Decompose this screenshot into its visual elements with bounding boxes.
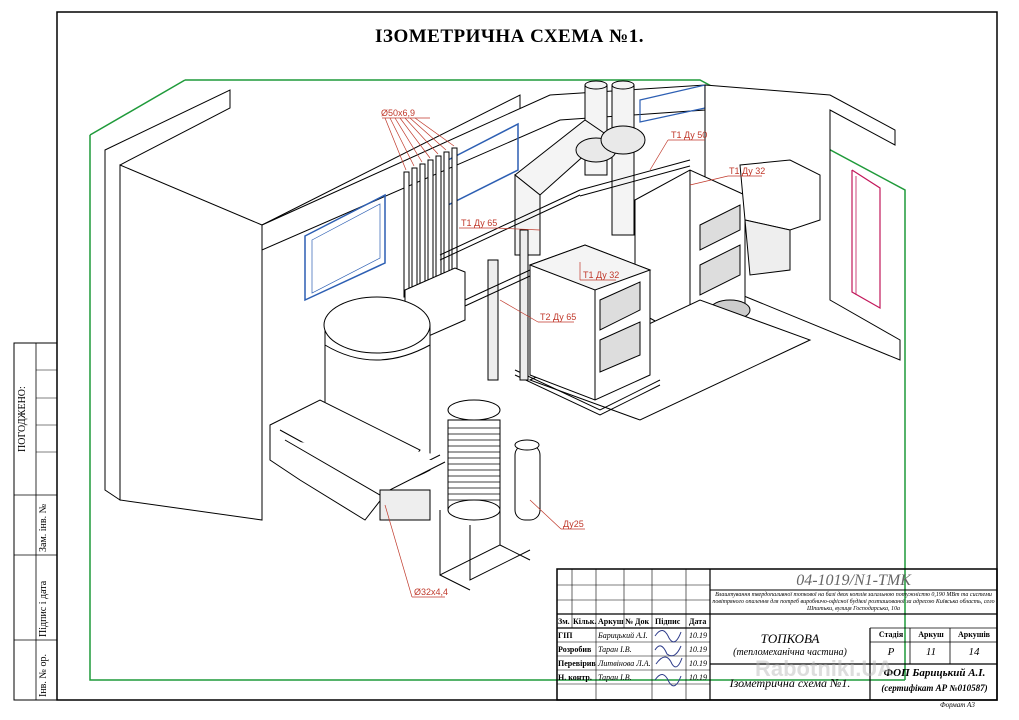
drawing-code: 04-1019/N1-ТМК — [796, 572, 911, 589]
object-title: ТОПКОВА — [760, 631, 820, 646]
date-norm-control: 10.19 — [689, 673, 707, 682]
date-checked: 10.19 — [689, 659, 707, 668]
certificate: (сертифікат АР №010587) — [881, 683, 988, 693]
role-norm-control: Н. контр. — [558, 673, 592, 682]
col-header-doc: № Док — [625, 617, 650, 626]
heat-exchanger-ribs — [448, 427, 500, 501]
flue-pipes — [514, 80, 646, 256]
side-stamp-frame — [13, 342, 58, 701]
stage-value: Р — [887, 646, 895, 658]
side-stamp-replace-inv: Зам. інв. № — [38, 503, 49, 552]
date-gip: 10.19 — [689, 631, 707, 640]
label-t1-du32-right: Т1 Ду 32 — [729, 166, 766, 176]
stage-label: Стадія — [878, 630, 904, 639]
leader-lines — [382, 117, 762, 598]
object-subtitle: (тепломеханічна частина) — [733, 647, 847, 658]
sheet-title: Ізометрична схема №1. — [729, 676, 851, 690]
expansion-vessel — [514, 439, 541, 521]
format-label: Формат А3 — [940, 701, 975, 709]
company-name: ФОП Барицький А.І. — [883, 667, 986, 679]
front-stand — [379, 480, 531, 591]
side-stamp-inv-no: Інв. № ор. — [38, 654, 49, 697]
label-t2-du65: Т2 Ду 65 — [540, 312, 577, 322]
date-developed: 10.19 — [689, 645, 707, 654]
heat-exchanger — [447, 399, 501, 521]
label-pipe-32: Ø32х4,4 — [414, 587, 449, 597]
col-header-sign: Підпис — [655, 617, 681, 626]
col-header-qty: Кільк. — [573, 617, 597, 626]
col-header-date: Дата — [689, 617, 707, 626]
name-developed: Таран І.В. — [598, 645, 632, 654]
col-header-zm: Зм. — [558, 617, 570, 626]
label-du25: Ду25 — [563, 519, 584, 529]
name-norm-control: Таран І.В. — [598, 673, 632, 682]
side-stamp-sign-date: Підпис і дата — [38, 580, 49, 637]
role-gip: ГІП — [558, 631, 573, 640]
label-t1-du32-left: Т1 Ду 32 — [583, 270, 620, 280]
label-t1-du50: Т1 Ду 50 — [671, 130, 708, 140]
sheet-value: 11 — [925, 646, 937, 658]
room-walls — [104, 84, 901, 521]
signatures — [654, 630, 683, 687]
page-title: ІЗОМЕТРИЧНА СХЕМА №1. — [375, 26, 644, 47]
role-developed: Розробив — [558, 645, 592, 654]
watermark: Rabotniki.UA — [755, 656, 894, 681]
name-checked: Литвінова Л.А. — [598, 659, 651, 668]
sheets-label: Аркушів — [957, 630, 991, 639]
title-block-grid — [556, 568, 998, 701]
side-stamp-agreed: ПОГОДЖЕНО: — [17, 386, 28, 452]
boiler-front — [514, 244, 661, 416]
label-t1-du65: Т1 Ду 65 — [461, 218, 498, 228]
sheets-value: 14 — [968, 646, 980, 658]
col-header-sheet: Аркуш — [598, 617, 624, 626]
project-description: Влаштування твердопаливної топкової на б… — [712, 592, 995, 612]
sheet-label: Аркуш — [918, 630, 944, 639]
name-gip: Барицький А.І. — [598, 631, 648, 640]
role-checked: Перевірив — [558, 659, 596, 668]
label-pipe-bundle: Ø50х6,9 — [381, 108, 416, 118]
